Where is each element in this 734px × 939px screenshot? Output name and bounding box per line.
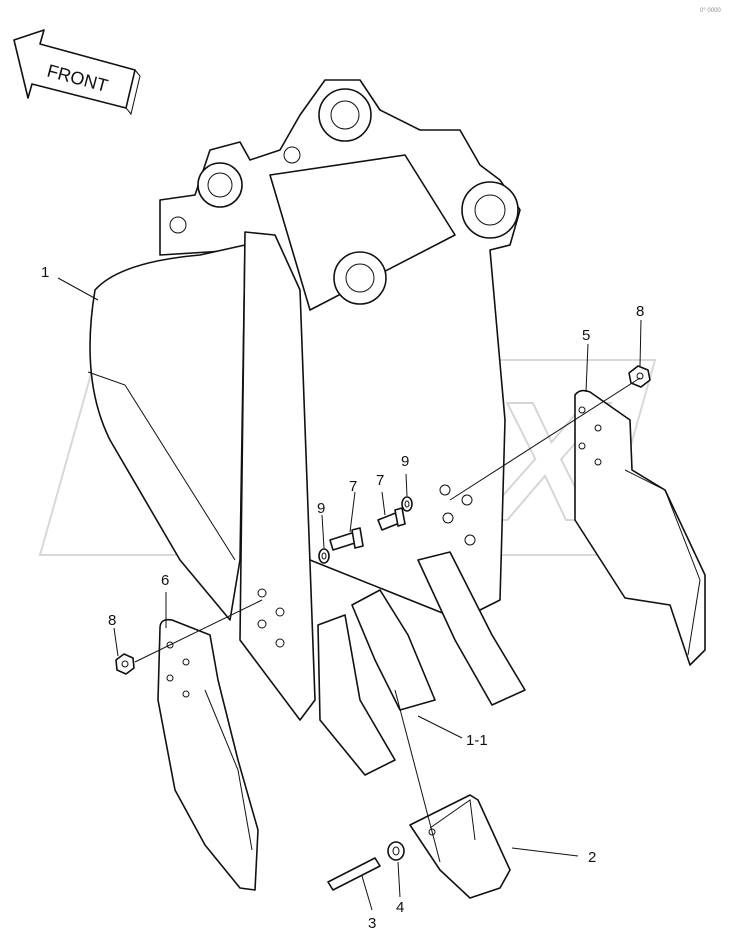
- callout-6: 6: [161, 572, 169, 589]
- nut-left: [115, 653, 135, 675]
- callouts: 1 1-1 2 3 4 5 6 7 7 8 8 9 9: [41, 264, 644, 932]
- leader-lines: [57, 277, 642, 911]
- callout-4: 4: [396, 899, 404, 916]
- tooth-point: [409, 794, 511, 899]
- callout-9-b: 9: [401, 453, 409, 470]
- callout-7-b: 7: [376, 472, 384, 489]
- pin-washer: [387, 841, 405, 861]
- callout-1: 1: [41, 264, 49, 281]
- callout-9-a: 9: [317, 500, 325, 517]
- tooth-pin: [327, 857, 381, 891]
- callout-7-a: 7: [349, 478, 357, 495]
- nut-right: [628, 365, 651, 388]
- washer-b: [401, 496, 413, 512]
- callout-1-1: 1-1: [466, 732, 488, 749]
- callout-5: 5: [582, 327, 590, 344]
- callout-3: 3: [368, 915, 376, 932]
- corner-mark: 0° 0000: [700, 8, 721, 14]
- bolt-a: [329, 527, 364, 551]
- right-side-cutter: [574, 389, 706, 666]
- front-direction-arrow: FRONT: [13, 29, 141, 116]
- bucket-body: [87, 79, 521, 721]
- callout-8-left: 8: [108, 612, 116, 629]
- callout-8-right: 8: [636, 303, 644, 320]
- washer-a: [318, 548, 330, 564]
- bolt-b: [377, 507, 406, 531]
- callout-2: 2: [588, 849, 596, 866]
- left-side-cutter: [157, 618, 259, 891]
- bucket-tooth-adapters: [317, 551, 526, 776]
